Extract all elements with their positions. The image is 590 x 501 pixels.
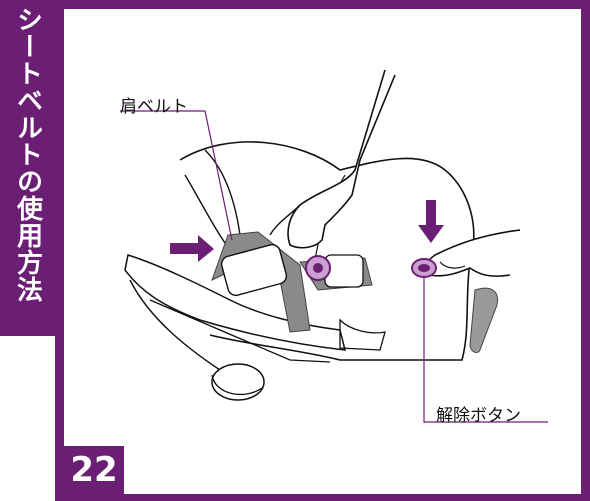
seat-shell-outline xyxy=(179,141,475,361)
frame-top-border xyxy=(0,0,590,9)
section-side-tab: シートベルトの使用方法 xyxy=(0,0,55,336)
seat-base-line xyxy=(149,299,331,363)
arrow-right xyxy=(170,235,214,262)
seat-headrest-curve xyxy=(204,149,241,236)
shoulder-belt-callout xyxy=(120,110,233,241)
shoulder-belt-label: 肩ベルト xyxy=(120,97,188,117)
left-hand xyxy=(287,69,396,249)
right-hand xyxy=(424,229,521,277)
frame-left-border xyxy=(55,0,64,501)
frame-right-border xyxy=(581,0,590,501)
release-button-label: 解除ボタン xyxy=(436,406,521,426)
seat-base xyxy=(124,254,346,351)
seat-back-curve xyxy=(184,174,231,251)
frame-bottom-border xyxy=(55,494,590,501)
car-seat-illustration xyxy=(120,69,548,423)
page-number: 22 xyxy=(64,446,124,494)
belt-clip-white xyxy=(324,254,364,288)
section-title: シートベルトの使用方法 xyxy=(12,6,43,303)
release-button-callout xyxy=(423,276,548,423)
arrow-down xyxy=(418,200,444,243)
seat-base-lower xyxy=(129,279,241,386)
belt-guide-white xyxy=(220,244,288,296)
seat-handle-right xyxy=(469,287,499,353)
